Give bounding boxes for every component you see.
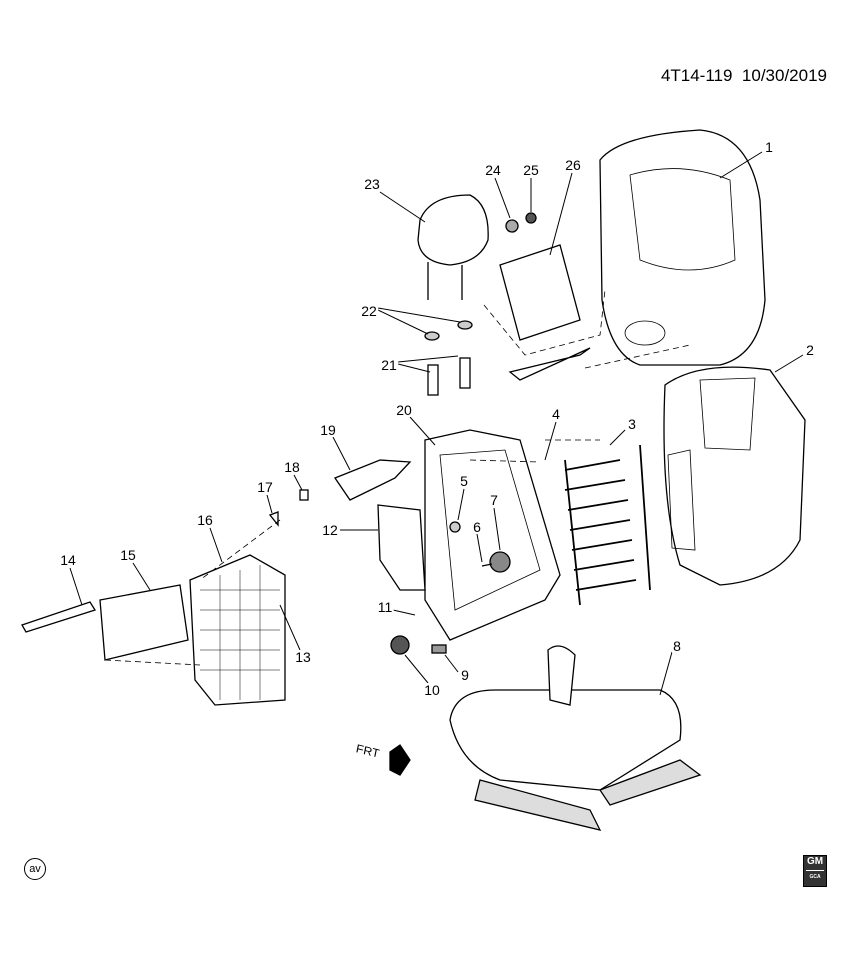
callout-13: 13: [294, 649, 312, 665]
callout-11: 11: [376, 599, 394, 615]
part-spring-mat: [564, 444, 651, 606]
front-arrow-icon: [389, 744, 411, 776]
part-headrest: [417, 194, 489, 266]
callout-14: 14: [59, 552, 77, 568]
callout-16: 16: [196, 512, 214, 528]
part-strip: [21, 601, 96, 633]
part-seat-cushion: [449, 689, 682, 791]
callout-22: 22: [360, 303, 378, 319]
callout-23: 23: [363, 176, 381, 192]
callout-9: 9: [460, 667, 470, 683]
part-back-panel: [663, 366, 806, 586]
callout-6: 6: [472, 519, 482, 535]
callout-26: 26: [564, 157, 582, 173]
callout-19: 19: [319, 422, 337, 438]
callout-17: 17: [256, 479, 274, 495]
callout-24: 24: [484, 162, 502, 178]
callout-5: 5: [459, 473, 469, 489]
callout-25: 25: [522, 162, 540, 178]
callout-18: 18: [283, 459, 301, 475]
callout-1: 1: [764, 139, 774, 155]
callout-7: 7: [489, 492, 499, 508]
diagram-header: 4T14-119 10/30/2019: [661, 66, 827, 86]
part-pad: [499, 244, 581, 341]
callout-3: 3: [627, 416, 637, 432]
part-seatback-cover: [599, 129, 766, 366]
callout-2: 2: [805, 342, 815, 358]
callout-21: 21: [380, 357, 398, 373]
part-bracket: [334, 459, 412, 501]
av-mark: av: [24, 858, 46, 880]
part-seat-frame: [424, 429, 561, 641]
callout-12: 12: [321, 522, 339, 538]
diagram-date: 10/30/2019: [741, 66, 827, 85]
callout-20: 20: [395, 402, 413, 418]
part-module: [377, 504, 426, 591]
diagram-id: 4T14-119: [660, 66, 733, 85]
callout-4: 4: [551, 406, 561, 422]
callout-8: 8: [672, 638, 682, 654]
part-panel: [99, 584, 189, 661]
callout-15: 15: [119, 547, 137, 563]
callout-10: 10: [423, 682, 441, 698]
